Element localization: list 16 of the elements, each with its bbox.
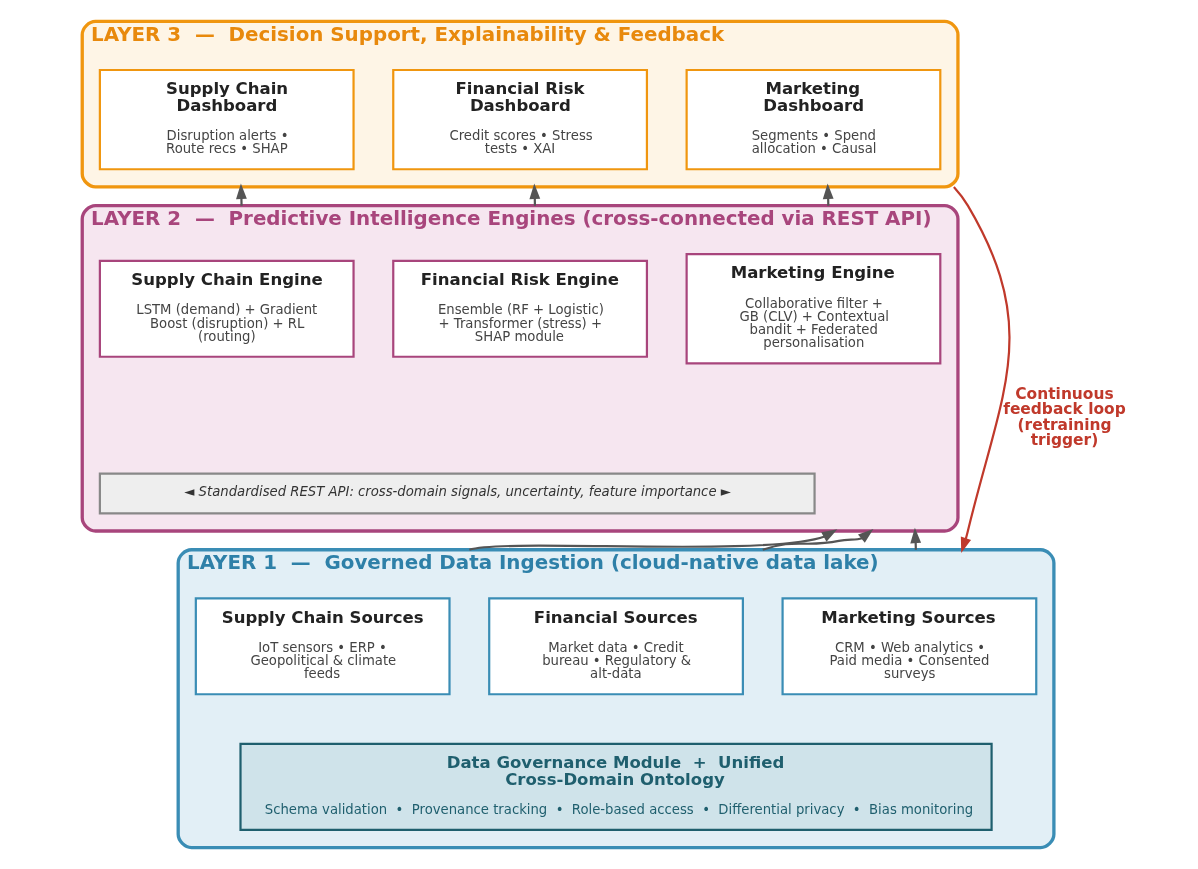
arrow xyxy=(468,529,837,551)
node-box: Supply Chain Engine LSTM (demand) + Gradient Boost (disruption) + RL (routing) xyxy=(98,259,355,358)
node-box: Supply Chain Sources IoT sensors • ERP • Geopolitical & climate feeds xyxy=(194,597,451,696)
node-box: Marketing Dashboard Segments • Spend allocation • Causal xyxy=(685,68,941,171)
node-box: Financial Risk Dashboard Credit scores • Stress tests • XAI xyxy=(391,68,648,171)
node-box: Data Governance Module + Unified Cross-Domain Ontology Schema validation • Provenance tracking • Role-based access • Differential privacy • Bias monitoring xyxy=(238,742,993,831)
node-box: Financial Risk Engine Ensemble (RF + Logistic) + Transformer (stress) + SHAP module xyxy=(391,259,648,358)
node-box: ◄ Standardised REST API: cross-domain signals, uncertainty, feature importance ► xyxy=(98,472,816,515)
arrow xyxy=(235,183,247,206)
arrow xyxy=(952,186,1011,553)
arrow xyxy=(761,528,873,551)
node-box: Marketing Engine Collaborative filter + GB (CLV) + Contextual bandit + Federated personalisation xyxy=(685,253,941,365)
node-box: Marketing Sources CRM • Web analytics • Paid media • Consented surveys xyxy=(780,597,1037,696)
node-box: Financial Sources Market data • Credit bureau • Regulatory & alt-data xyxy=(487,597,744,696)
edge-label: Continuous feedback loop (retraining trigger) xyxy=(1002,384,1126,450)
node-box: Supply Chain Dashboard Disruption alerts • Route recs • SHAP xyxy=(98,68,355,171)
